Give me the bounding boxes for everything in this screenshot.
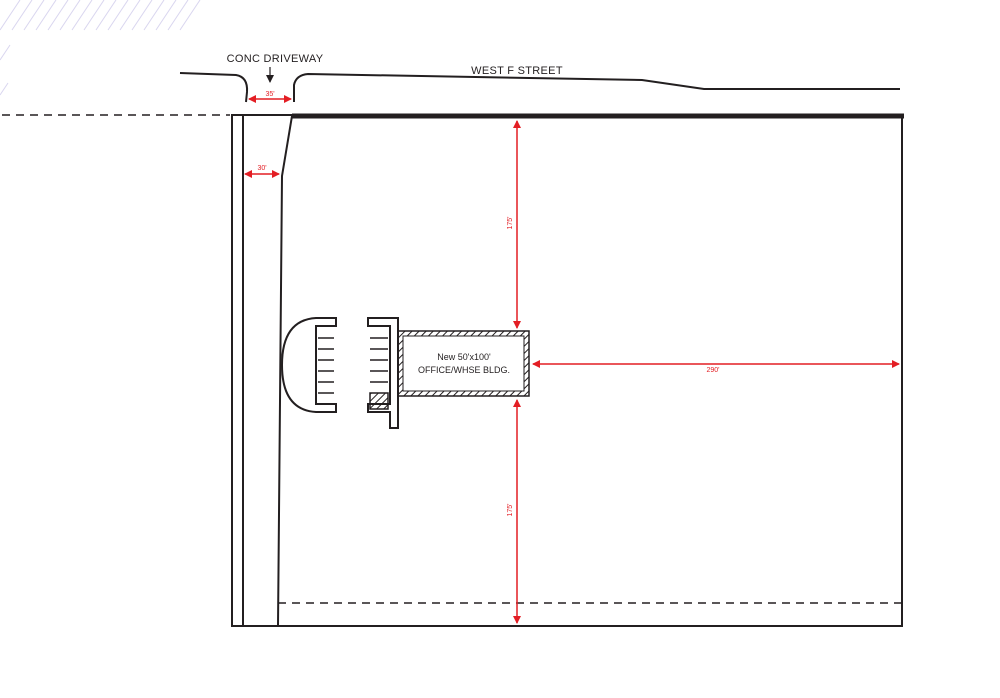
setback-dimension-text: 30' [257,165,266,172]
north-dimension-text: 175' [507,216,514,229]
dumpster-enclosure [369,392,389,410]
south-dimension-text: 175' [507,503,514,516]
street-edge-line [293,72,900,102]
building-label-line2: OFFICE/WHSE BLDG. [418,365,510,375]
street-label: WEST F STREET [471,65,563,77]
street-curb-line [179,72,249,103]
parking-stalls [367,317,399,429]
driveway-right-line [277,115,293,627]
driveway-label: CONC DRIVEWAY [227,53,324,65]
office-warehouse-building: New 50'x100' OFFICE/WHSE BLDG. [397,330,530,397]
driveway-dimension-text: 35' [265,91,274,98]
parking-island [280,317,337,413]
building-label-line1: New 50'x100' [437,352,491,362]
corner-stripes-decoration [0,0,201,96]
east-dimension-text: 290' [706,367,719,374]
